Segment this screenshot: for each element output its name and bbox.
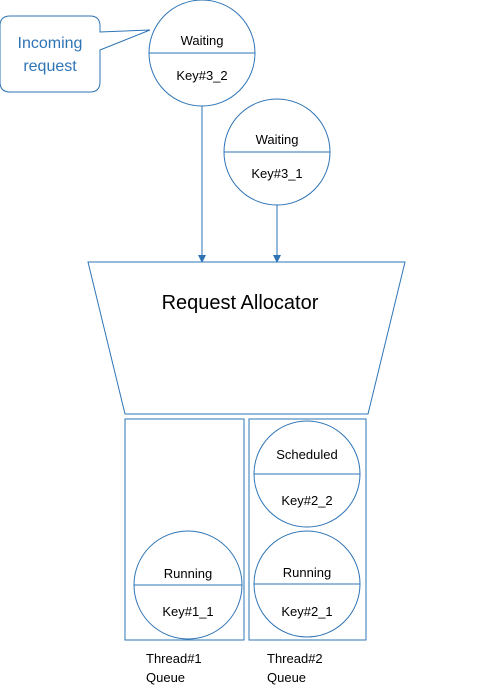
callout-line-2: request (23, 58, 77, 75)
node-status: Waiting (181, 33, 224, 48)
node-key: Key#2_1 (281, 604, 332, 619)
node-key: Key#1_1 (162, 604, 213, 619)
node-status: Waiting (256, 132, 299, 147)
queue-label-line-1: Thread#1 (146, 651, 202, 666)
thread-2-queue: Scheduled Key#2_2 Running Key#2_1 Thread… (248, 418, 367, 685)
queue-label-line-2: Queue (146, 670, 185, 685)
waiting-request-node: Waiting Key#3_1 (223, 98, 331, 206)
node-key: Key#3_1 (251, 166, 302, 181)
node-key: Key#2_2 (281, 493, 332, 508)
node-status: Running (164, 566, 212, 581)
thread-2-scheduled-node: Scheduled Key#2_2 (253, 420, 361, 528)
node-status: Scheduled (276, 447, 337, 462)
thread-1-running-node: Running Key#1_1 (133, 530, 243, 640)
request-allocator: Request Allocator (87, 261, 406, 415)
queue-label-line-1: Thread#2 (267, 651, 323, 666)
queue-label-line-2: Queue (267, 670, 306, 685)
allocator-label: Request Allocator (162, 292, 319, 314)
thread-1-queue: Running Key#1_1 Thread#1 Queue (124, 418, 245, 685)
node-status: Running (283, 565, 331, 580)
callout-bubble (0, 15, 151, 93)
thread-2-running-node: Running Key#2_1 (253, 530, 361, 638)
node-key: Key#3_2 (176, 68, 227, 83)
incoming-request-node: Waiting Key#3_2 (148, 0, 256, 107)
incoming-request-callout: Incoming request (0, 15, 151, 93)
callout-line-1: Incoming (18, 35, 83, 52)
allocator-shape (87, 261, 406, 415)
